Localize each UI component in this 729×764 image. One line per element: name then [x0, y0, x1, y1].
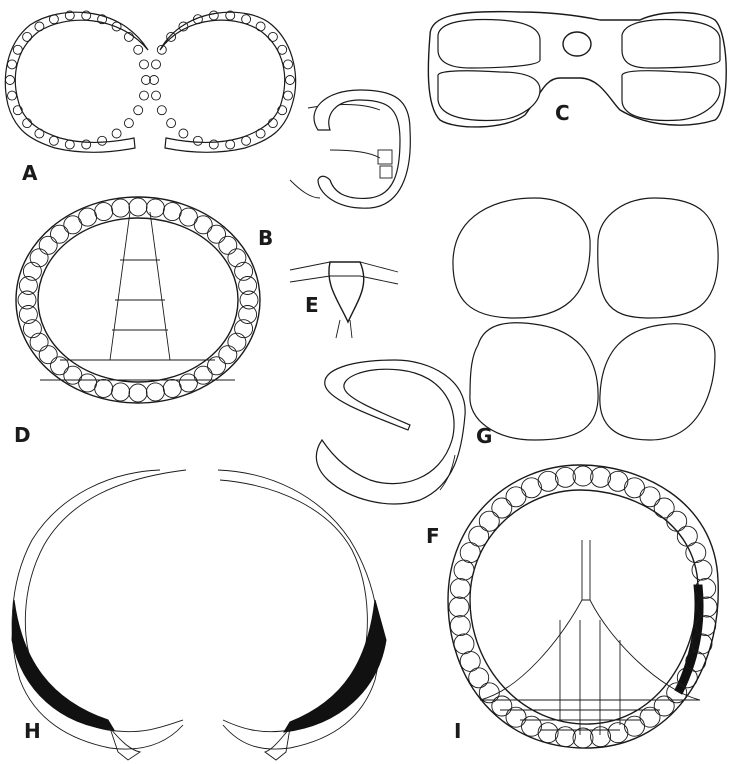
wall-cell [95, 379, 113, 397]
wall-cell [591, 467, 611, 487]
wall-cell [538, 471, 558, 491]
wall-cell [573, 466, 593, 486]
wall-cell [219, 346, 237, 364]
panel-label-e: E [305, 293, 319, 317]
wall-cell [640, 487, 660, 507]
wall-cell [30, 333, 48, 351]
wall-cell [492, 696, 512, 716]
wall-cell [179, 374, 197, 392]
wall-cell [95, 203, 113, 221]
wall-cell [64, 366, 82, 384]
wall-cell [573, 728, 593, 748]
wall-cell [39, 346, 57, 364]
panel-h-drawing [12, 470, 386, 760]
wall-cell [167, 119, 176, 128]
panel-label-c: C [555, 101, 570, 125]
panel-c-drawing [428, 12, 726, 127]
wall-cell [469, 526, 489, 546]
wall-cell [124, 119, 133, 128]
wall-cell [157, 106, 166, 115]
panel-label-i: I [454, 719, 461, 743]
wall-cell [654, 498, 674, 518]
wall-cell [152, 60, 161, 69]
wall-cell [112, 383, 130, 401]
wall-cell [667, 511, 687, 531]
wall-cell [555, 467, 575, 487]
panel-label-f: F [426, 524, 440, 548]
panel-label-g: G [476, 424, 492, 448]
wall-cell [79, 208, 97, 226]
wall-cell [140, 91, 149, 100]
wall-cell [522, 716, 542, 736]
wall-cell [30, 249, 48, 267]
wall-cell [228, 249, 246, 267]
panel-label-b: B [258, 226, 273, 250]
wall-cell [112, 199, 130, 217]
wall-cell [228, 333, 246, 351]
wall-cell [654, 696, 674, 716]
wall-cell [460, 543, 480, 563]
wall-cell [506, 487, 526, 507]
wall-cell [492, 498, 512, 518]
wall-cell [692, 560, 712, 580]
wall-cell [460, 651, 480, 671]
wall-cell [608, 723, 628, 743]
wall-cell [163, 203, 181, 221]
wall-cell [208, 357, 226, 375]
wall-cell [39, 236, 57, 254]
wall-cell [112, 129, 121, 138]
wall-cell [129, 198, 147, 216]
wall-cell [454, 560, 474, 580]
wall-cell [449, 597, 469, 617]
wall-cell [686, 543, 706, 563]
wall-cell [240, 291, 258, 309]
wall-cell [146, 383, 164, 401]
panel-d-drawing [16, 197, 260, 403]
wall-cell [152, 91, 161, 100]
wall-cell [129, 384, 147, 402]
wall-cell [163, 379, 181, 397]
wall-cell [469, 668, 489, 688]
panel-b-drawing [290, 90, 410, 208]
wall-cell [51, 357, 69, 375]
wall-cell [625, 478, 645, 498]
panel-f-drawing [316, 360, 465, 504]
wall-cell [454, 634, 474, 654]
wall-cell [450, 616, 470, 636]
wall-cell [134, 106, 143, 115]
wall-cell [479, 511, 499, 531]
panel-label-h: H [24, 719, 41, 743]
wall-cell [179, 129, 188, 138]
panel-g-drawing [453, 198, 718, 440]
wall-cell [450, 578, 470, 598]
panel-a-drawing [5, 11, 295, 152]
wall-cell [194, 216, 212, 234]
panel-i-drawing [448, 465, 718, 748]
wall-cell [18, 291, 36, 309]
wall-cell [134, 45, 143, 54]
panel-label-d: D [14, 423, 31, 447]
wall-cell [219, 236, 237, 254]
wall-cell [51, 225, 69, 243]
wall-cell [140, 60, 149, 69]
wall-cell [146, 199, 164, 217]
panel-label-a: A [22, 161, 38, 185]
wall-cell [208, 225, 226, 243]
